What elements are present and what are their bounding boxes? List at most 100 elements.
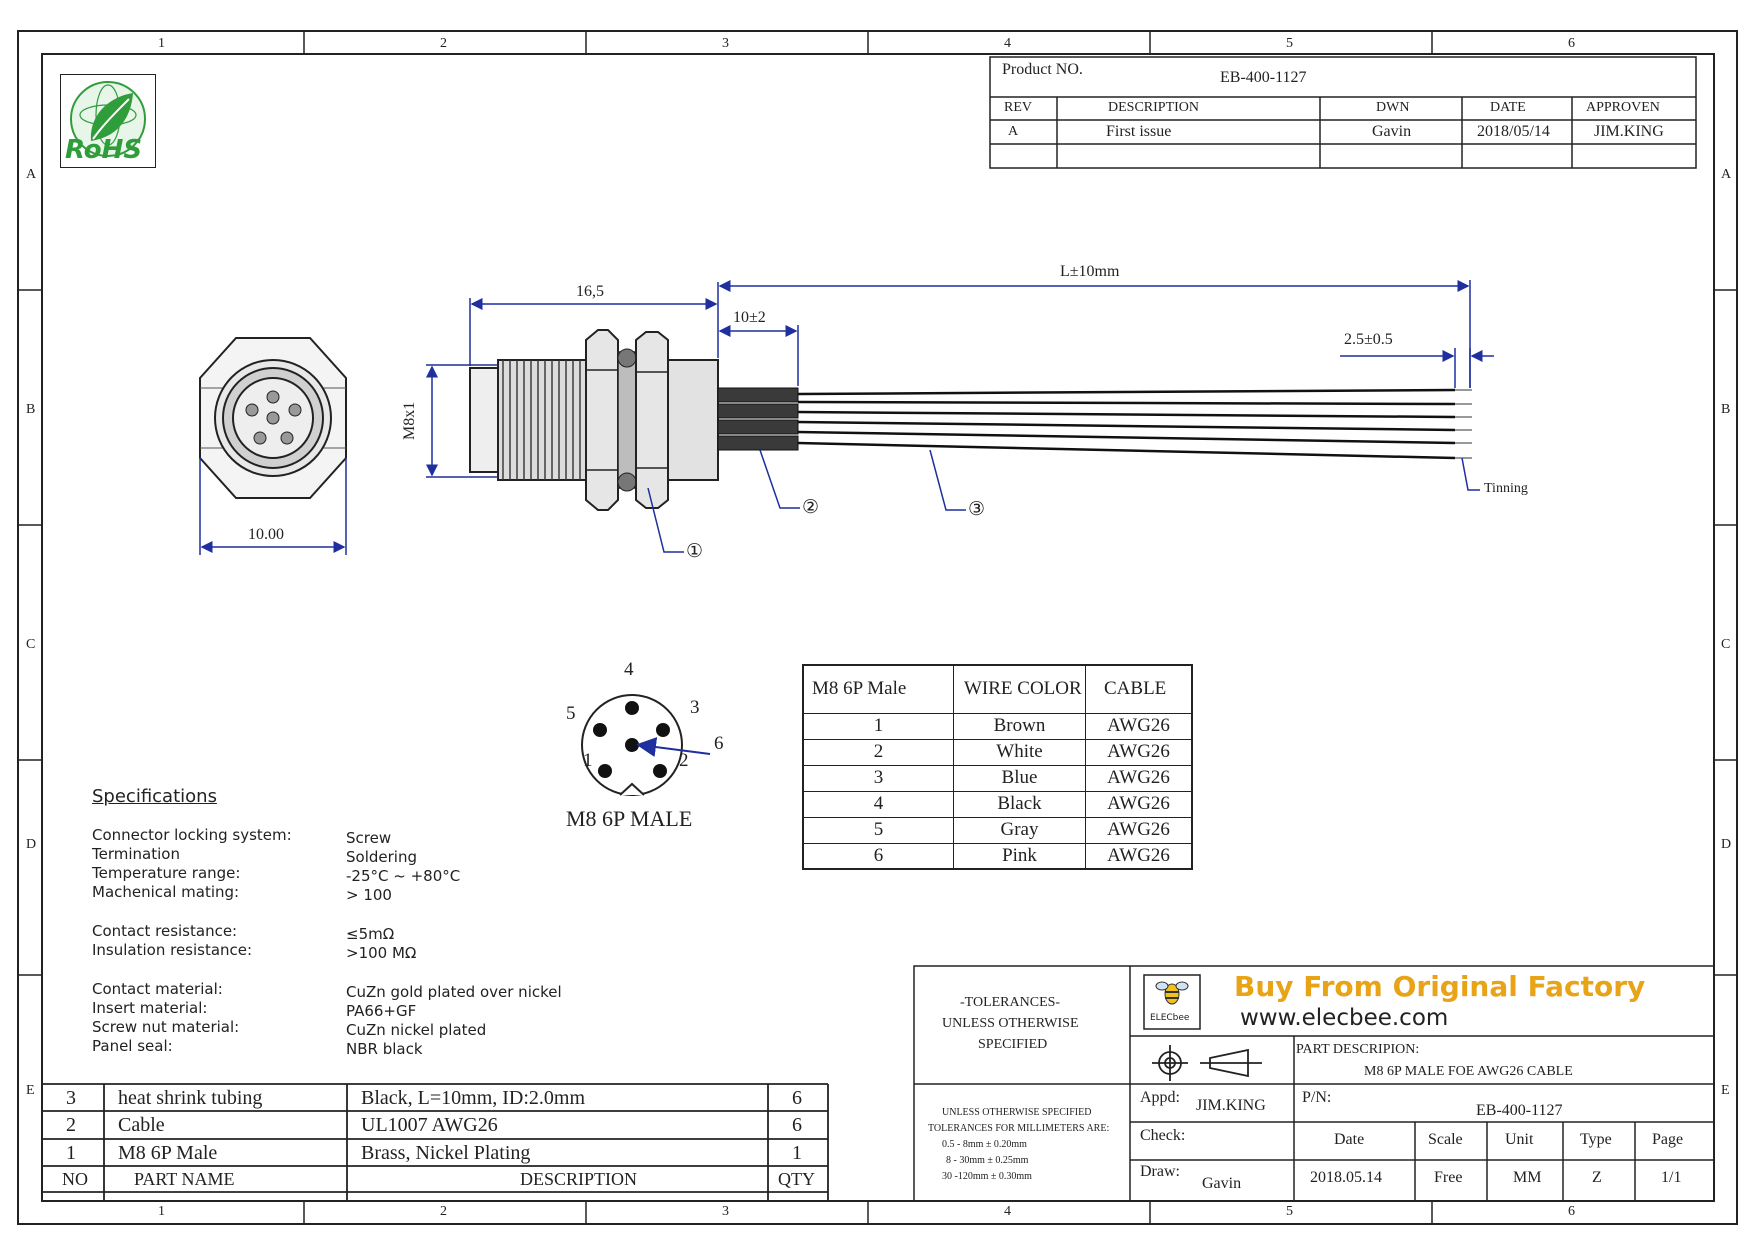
- strip-length-label: 2.5±0.5: [1344, 331, 1393, 348]
- wire-color: Brown: [953, 712, 1086, 740]
- spec-label: Temperature range:: [92, 864, 241, 882]
- product-no-value: EB-400-1127: [1220, 69, 1307, 86]
- spec-value: -25°C ~ +80°C: [346, 867, 461, 885]
- pn-value: EB-400-1127: [1476, 1102, 1563, 1119]
- date-value: 2018/05/14: [1477, 123, 1550, 140]
- side-view: [469, 329, 1472, 511]
- wire-table-header: CABLE: [1085, 664, 1193, 714]
- tolerances-subtitle: SPECIFIED: [978, 1037, 1048, 1052]
- spec-label: Insert material:: [92, 999, 208, 1017]
- brand-website: www.elecbee.com: [1240, 1005, 1449, 1031]
- bom-header-no: NO: [62, 1169, 88, 1189]
- wire-pin: 3: [802, 764, 954, 792]
- bom-description: Brass, Nickel Plating: [361, 1142, 531, 1164]
- tolerances-subtitle: UNLESS OTHERWISE: [942, 1016, 1079, 1031]
- spec-value: Soldering: [346, 848, 417, 866]
- appd-label: Appd:: [1140, 1089, 1180, 1106]
- wire-cable: AWG26: [1085, 712, 1193, 740]
- product-no-label: Product NO.: [1002, 61, 1083, 78]
- total-length-label: L±10mm: [1060, 263, 1120, 280]
- callout-1: ①: [686, 541, 704, 562]
- brand-slogan: Buy From Original Factory: [1234, 970, 1646, 1003]
- table-row: 1 Brown AWG26: [802, 712, 1193, 740]
- rev-value: A: [1008, 124, 1019, 139]
- draw-label: Draw:: [1140, 1163, 1180, 1180]
- appd-value: JIM.KING: [1196, 1097, 1266, 1114]
- bom-part-name: heat shrink tubing: [118, 1087, 263, 1109]
- bom-header-part-name: PART NAME: [134, 1169, 235, 1189]
- width-dimension-label: 10.00: [248, 526, 284, 543]
- wire-pin: 2: [802, 738, 954, 766]
- rev-header: REV: [1004, 100, 1032, 115]
- page-column-header: Page: [1652, 1131, 1684, 1148]
- sleeve-length-label: 10±2: [733, 309, 766, 326]
- grid-col-label: 3: [722, 36, 729, 51]
- date-value: 2018.05.14: [1310, 1169, 1382, 1186]
- wire-color: Gray: [953, 816, 1086, 844]
- wire-table-header: WIRE COLOR: [953, 664, 1086, 714]
- approven-value: JIM.KING: [1594, 123, 1664, 140]
- tolerances-title: -TOLERANCES-: [960, 995, 1061, 1010]
- rohs-text: RoHS: [65, 135, 143, 165]
- spec-label: Contact material:: [92, 980, 223, 998]
- side-dimensions: [426, 280, 1494, 553]
- tolerance-detail: 0.5 - 8mm ± 0.20mm: [942, 1139, 1027, 1150]
- projection-symbol-icon: [1152, 1045, 1262, 1081]
- tolerance-detail: UNLESS OTHERWISE SPECIFIED: [942, 1107, 1092, 1118]
- type-value: Z: [1592, 1169, 1602, 1186]
- rohs-logo: RoHS: [60, 74, 156, 168]
- bom-no: 3: [66, 1087, 76, 1109]
- elecbee-logo-text: ELECbee: [1150, 1013, 1190, 1023]
- pin-label-6: 6: [714, 733, 724, 754]
- spec-value: Screw: [346, 829, 392, 847]
- unit-column-header: Unit: [1505, 1131, 1534, 1148]
- callout-3: ③: [968, 499, 986, 520]
- grid-row-label: E: [1721, 1083, 1730, 1098]
- connector-length-label: 16,5: [576, 283, 604, 300]
- grid-col-label: 6: [1568, 36, 1575, 51]
- spec-value: >100 MΩ: [346, 944, 417, 962]
- grid-row-label: E: [26, 1083, 35, 1098]
- page-value: 1/1: [1661, 1169, 1682, 1186]
- bom-no: 2: [66, 1114, 76, 1136]
- type-column-header: Type: [1580, 1131, 1612, 1148]
- wire-pin: 1: [802, 712, 954, 740]
- grid-col-label: 1: [158, 1204, 165, 1219]
- wire-cable: AWG26: [1085, 842, 1193, 870]
- grid-row-label: B: [26, 402, 36, 417]
- spec-value: CuZn gold plated over nickel: [346, 983, 562, 1001]
- spec-label: Panel seal:: [92, 1037, 173, 1055]
- spec-value: > 100: [346, 886, 392, 904]
- pin-label-4: 4: [624, 659, 634, 680]
- bom-description: Black, L=10mm, ID:2.0mm: [361, 1087, 586, 1109]
- bee-icon: [1155, 981, 1189, 1005]
- callout-2: ②: [802, 497, 820, 518]
- description-header: DESCRIPTION: [1108, 100, 1200, 115]
- tolerance-detail: TOLERANCES FOR MILLIMETERS ARE:: [928, 1123, 1110, 1134]
- front-view: [199, 337, 347, 499]
- spec-label: Termination: [92, 845, 180, 863]
- grid-col-label: 6: [1568, 1204, 1575, 1219]
- bom-description: UL1007 AWG26: [361, 1114, 498, 1136]
- grid-row-label: D: [26, 837, 37, 852]
- check-label: Check:: [1140, 1127, 1186, 1144]
- description-value: First issue: [1106, 123, 1172, 140]
- spec-value: ≤5mΩ: [346, 925, 395, 943]
- connector-drawing: [199, 280, 1494, 555]
- bom-header-description: DESCRIPTION: [520, 1169, 638, 1189]
- bom-no: 1: [66, 1142, 76, 1164]
- part-description-label: PART DESCRIPION:: [1296, 1042, 1420, 1057]
- tinning-label: Tinning: [1484, 481, 1528, 496]
- revision-table-lines: [989, 56, 1697, 169]
- dwn-value: Gavin: [1372, 123, 1412, 140]
- scale-column-header: Scale: [1428, 1131, 1463, 1148]
- tolerance-detail: 30 -120mm ± 0.30mm: [942, 1171, 1032, 1182]
- date-column-header: Date: [1334, 1131, 1365, 1148]
- spec-label: Machenical mating:: [92, 883, 240, 901]
- bom-qty: 6: [792, 1087, 802, 1109]
- wire-color: Pink: [953, 842, 1086, 870]
- grid-col-label: 5: [1286, 1204, 1293, 1219]
